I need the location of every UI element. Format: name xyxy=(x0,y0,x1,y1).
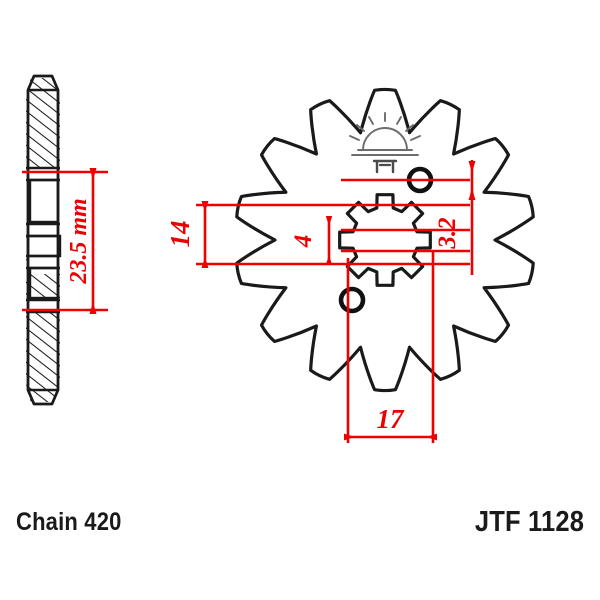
bolt-hole-lower xyxy=(338,286,366,314)
splined-bore-outline xyxy=(338,193,432,287)
dim-3-2-label: 3.2 xyxy=(434,217,461,249)
dim-17-label: 17 xyxy=(377,404,406,434)
chain-size-label: Chain 420 xyxy=(16,508,122,536)
dim-extension-lines xyxy=(196,178,470,266)
dim-23-5mm-label: 23.5 mm xyxy=(66,198,92,284)
dim-3-2: 3.2 xyxy=(434,160,476,275)
dim-14-label: 14 xyxy=(165,221,195,248)
sprocket-front-view xyxy=(235,87,535,393)
dim-17: 17 xyxy=(344,251,437,443)
side-section-view xyxy=(26,74,62,406)
surface-finish-icon xyxy=(349,112,421,174)
side-view-outline xyxy=(26,74,60,406)
dim-4: 4 xyxy=(290,216,333,265)
dim-23-5mm: 23.5 mm xyxy=(22,168,108,314)
dim-4-label: 4 xyxy=(290,235,317,249)
dim-14: 14 xyxy=(165,201,209,268)
part-number-label: JTF 1128 xyxy=(474,506,584,538)
